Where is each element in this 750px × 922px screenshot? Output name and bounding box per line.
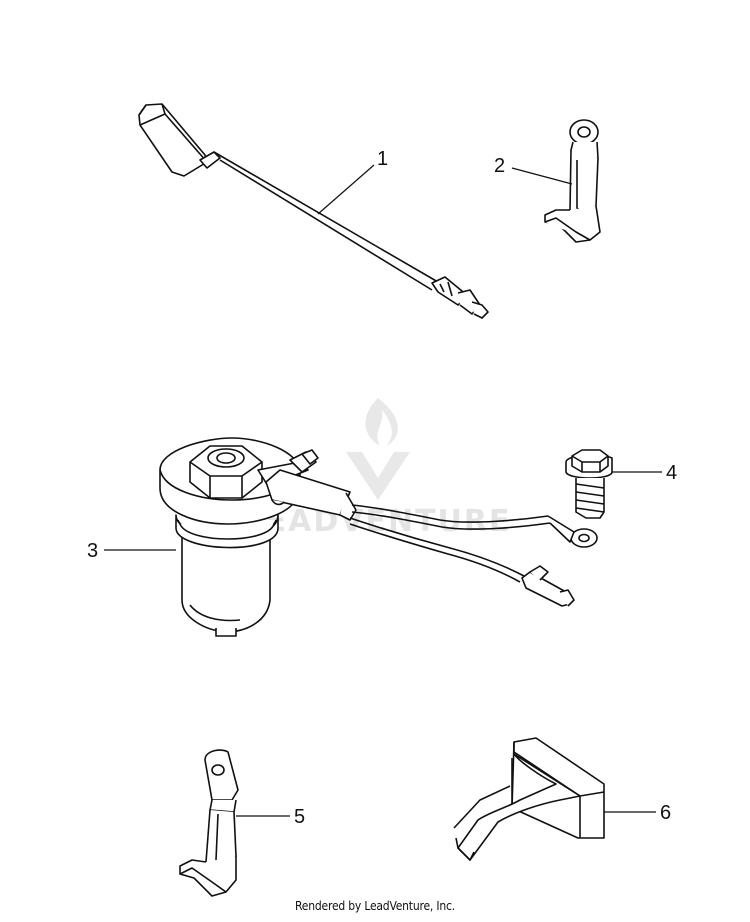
part-6-bracket [453,737,605,861]
part-5-j-clip [179,749,239,897]
part-3-canister-assembly [159,437,598,637]
part-2-j-clip [544,119,601,243]
leader-lines [104,164,662,817]
watermark-v-icon [346,452,410,500]
callout-1: 1 [377,148,388,170]
part-4-flange-bolt [565,449,613,519]
footer-credit: Rendered by LeadVenture, Inc. [295,899,455,913]
leader-line-2 [511,167,573,185]
callout-5: 5 [294,806,305,828]
callout-3: 3 [87,540,98,562]
part-1-probe-wire [138,103,489,319]
callout-6: 6 [660,802,671,824]
watermark-flame-icon [365,398,398,446]
callout-4: 4 [666,462,677,484]
leader-line-1 [317,164,375,215]
callout-2: 2 [494,155,505,177]
